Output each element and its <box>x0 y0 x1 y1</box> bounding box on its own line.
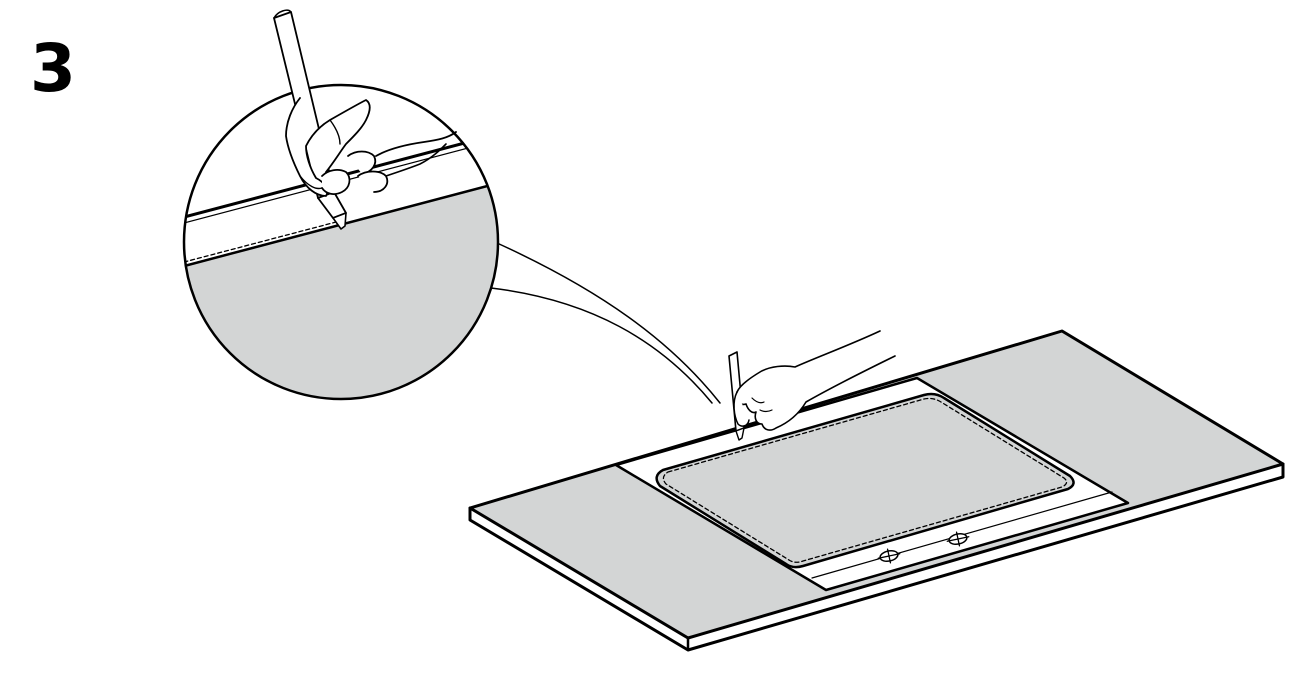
hob-glass-panel <box>655 392 1075 569</box>
burner-symbol-icon <box>877 548 901 564</box>
magnified-detail <box>182 9 500 401</box>
detail-countertop-surface <box>184 180 498 399</box>
hand-with-pen <box>728 330 896 441</box>
step-number: 3 <box>30 30 76 107</box>
hand-icon <box>285 97 457 197</box>
detail-marking-dashed-line <box>184 220 341 272</box>
cutout-dashed-outline <box>662 397 1068 563</box>
detail-circle-border <box>182 83 500 401</box>
hand-icon <box>733 330 896 431</box>
magnifier-pointer <box>490 242 721 404</box>
countertop-edge-line <box>469 519 689 651</box>
burner-symbol-icon <box>946 531 970 547</box>
